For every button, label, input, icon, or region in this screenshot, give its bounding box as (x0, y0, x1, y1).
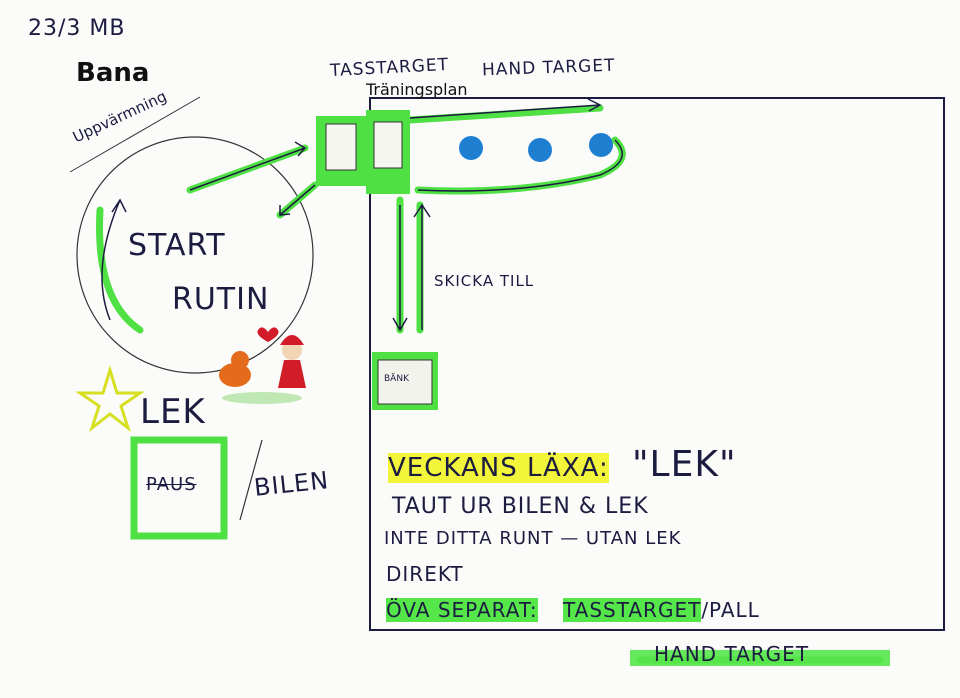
page-title: Bana (76, 58, 150, 88)
note-line-2: INTE DITTA RUNT — UTAN LEK (384, 528, 682, 549)
dog-and-girl-illustration (219, 335, 306, 404)
warmup-circle (76, 136, 314, 374)
bench-mat (372, 352, 438, 410)
ink-arrows (101, 98, 624, 332)
practice-label: ÖVA SEPARAT: (386, 598, 538, 622)
pause-car-divider (239, 439, 263, 521)
homework-row: VECKANS LÄXA: "LEK" (388, 444, 737, 485)
send-to-label: SKICKA TILL (434, 272, 535, 290)
note-line-3: DIREKT (386, 562, 464, 586)
play-label: LEK (140, 392, 206, 432)
note-line-1: TAUT UR BILEN & LEK (392, 494, 649, 519)
bench-label: BÄNK (384, 374, 409, 384)
cone-3 (589, 133, 613, 157)
homework-value: "LEK" (632, 444, 737, 485)
warmup-underline (69, 96, 201, 173)
practice-item-paw-target: TASSTARGET (562, 598, 702, 622)
routine-label: RUTIN (172, 282, 270, 317)
practice-row: ÖVA SEPARAT: TASSTARGET/PALL (386, 598, 760, 622)
green-highlight-strip (630, 650, 890, 666)
practice-item-hand-target: HAND TARGET (654, 642, 810, 666)
date-label: 23/3 MB (28, 16, 126, 41)
homework-label: VECKANS LÄXA: (388, 453, 609, 483)
training-field-rect (369, 97, 945, 631)
training-field-label: Träningsplan (366, 80, 468, 99)
start-label: START (128, 228, 226, 263)
practice-item-pall: /PALL (701, 598, 760, 622)
star-icon (75, 364, 145, 433)
pause-box (130, 436, 228, 540)
heart-icon (257, 327, 279, 342)
hand-target-mat (366, 110, 410, 194)
pause-label: PAUS (146, 474, 197, 495)
paw-target-mat (316, 116, 366, 186)
cone-1 (459, 136, 483, 160)
cone-2 (528, 138, 552, 162)
